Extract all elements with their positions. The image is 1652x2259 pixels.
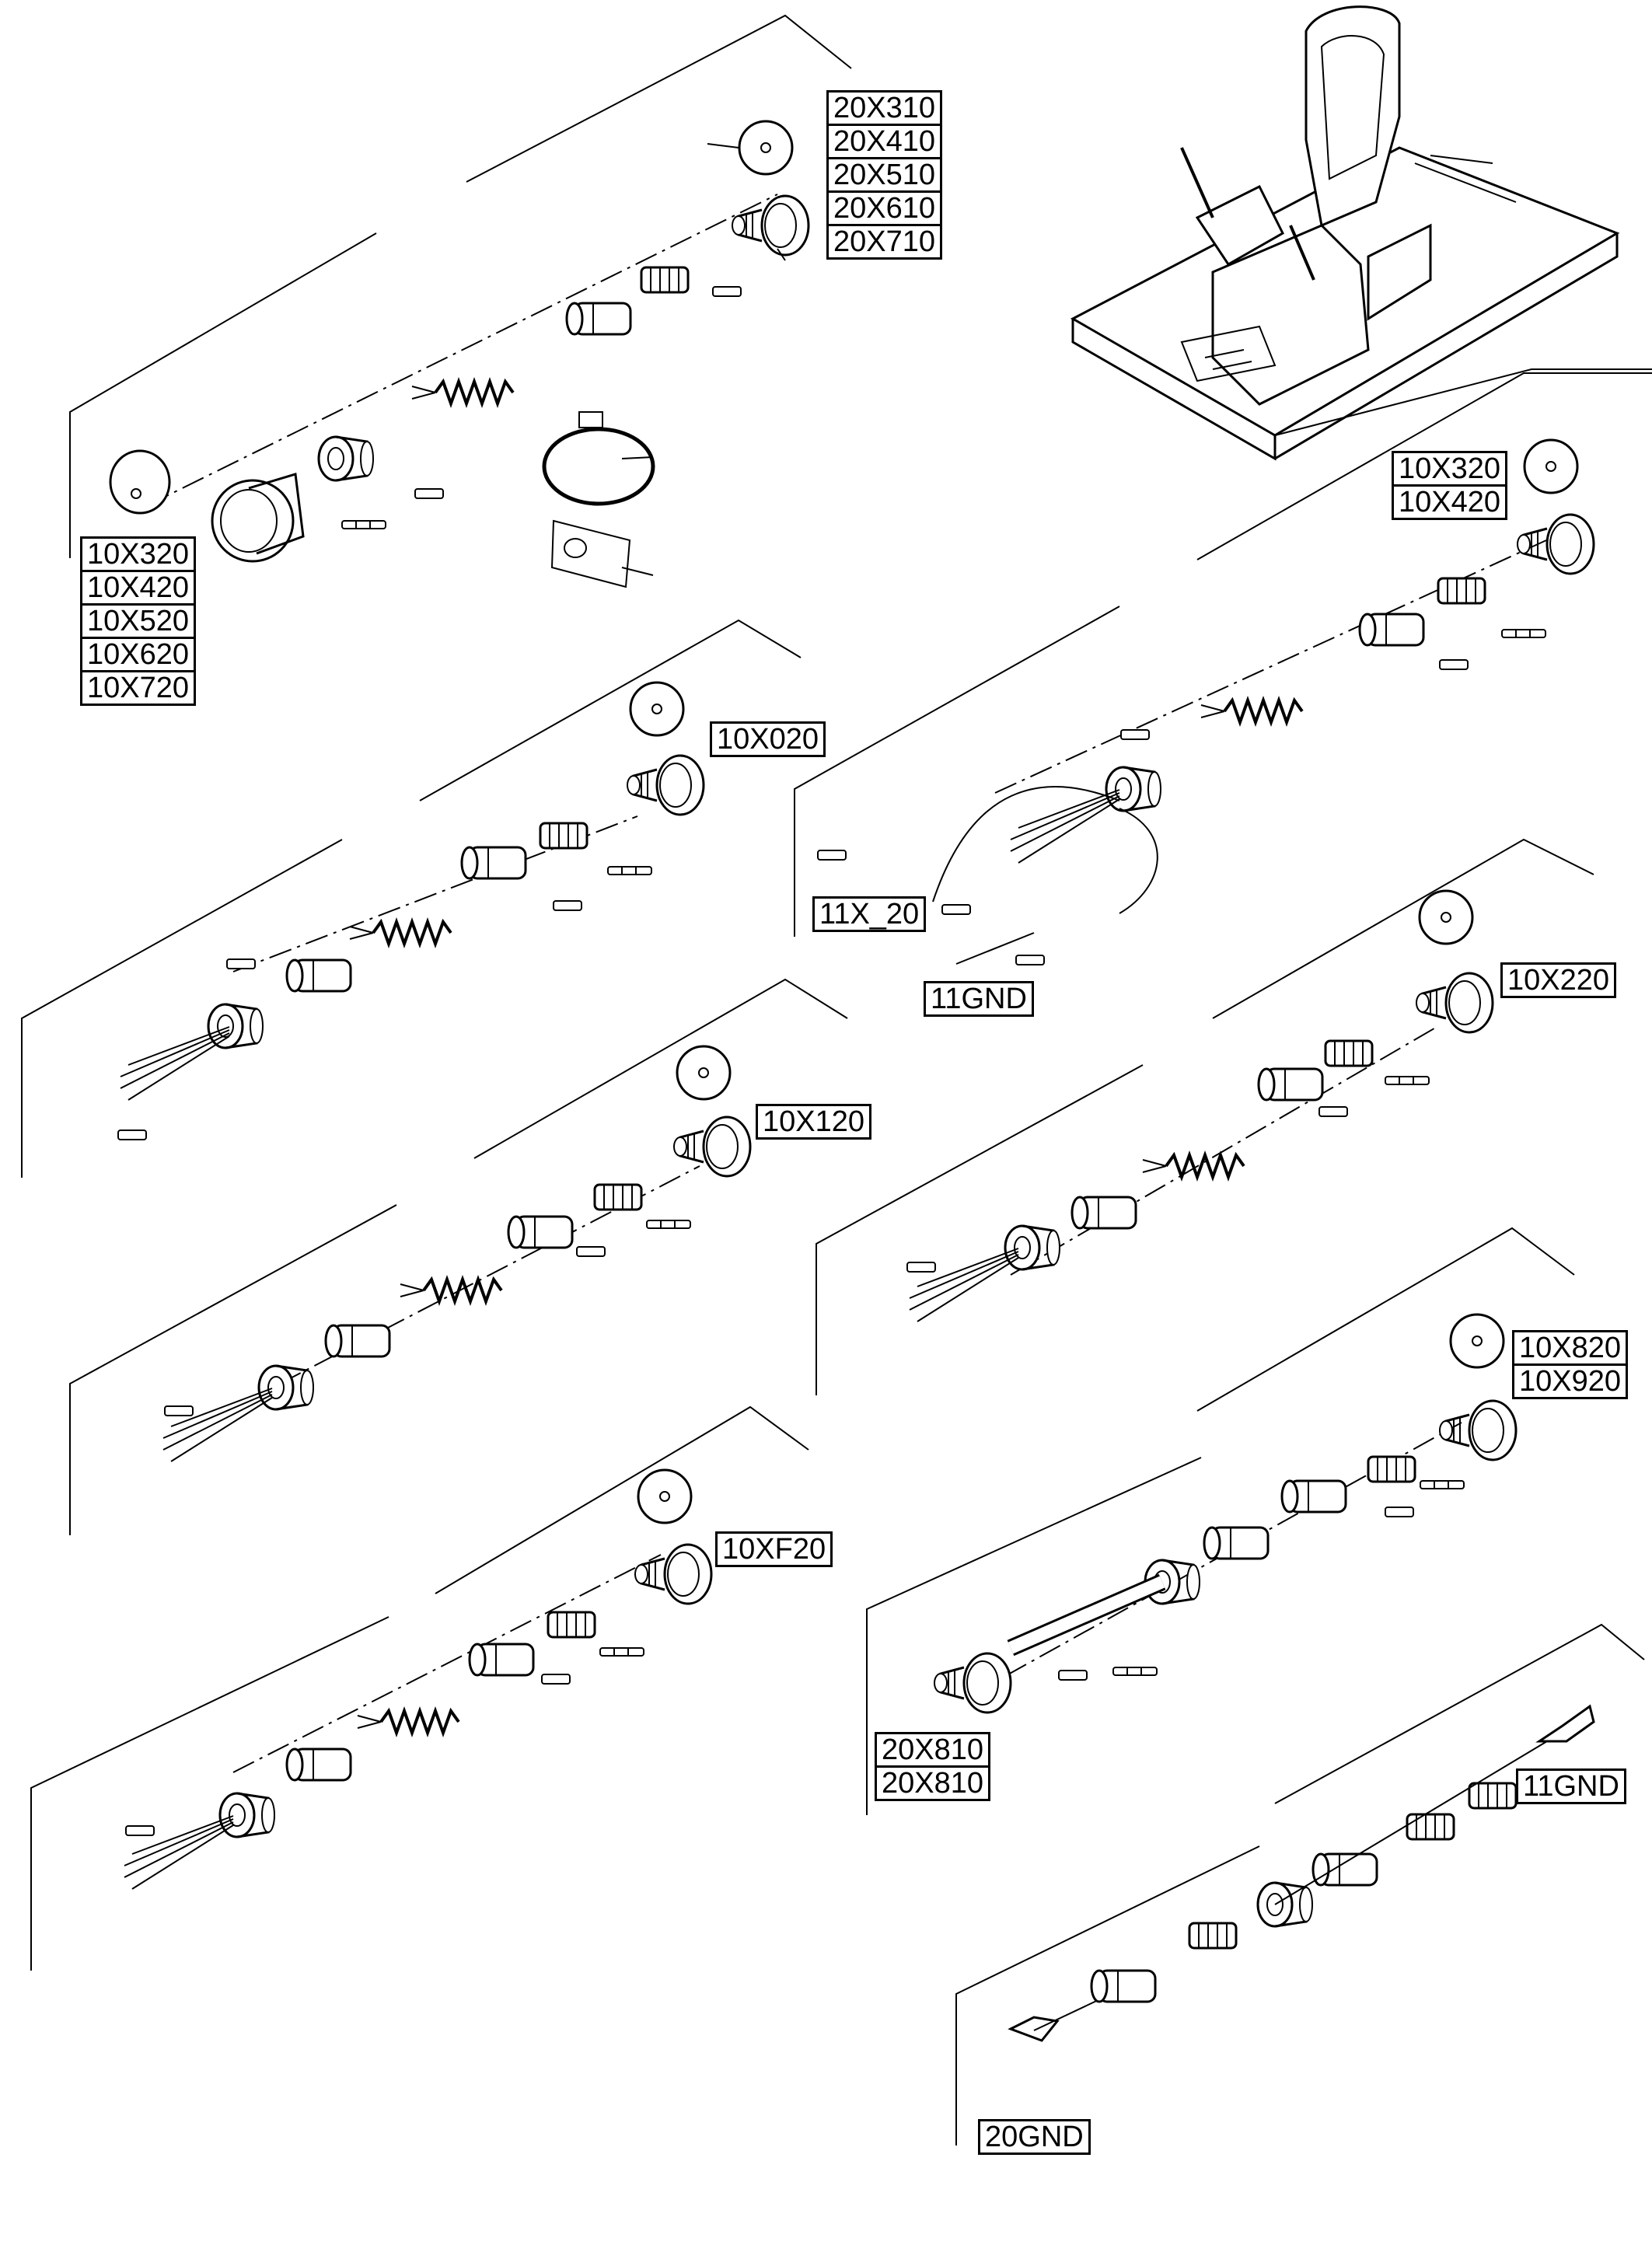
assembly-20x310 [69, 14, 852, 588]
label-stack-10x320-right: 10X320 10X420 [1392, 451, 1508, 520]
assembly-10xf20 [30, 1405, 809, 1971]
assembly-10x020 [21, 619, 802, 1178]
label-stack-10x820: 10X820 10X920 [1512, 1330, 1629, 1399]
label-20x710: 20X710 [826, 224, 943, 260]
label-10xf20: 10XF20 [715, 1531, 833, 1567]
label-20x810-a: 20X810 [875, 1732, 991, 1768]
assembly-10x320-right [794, 372, 1652, 965]
label-20x310: 20X310 [826, 90, 943, 126]
label-10x520: 10X520 [80, 603, 197, 639]
label-20x610: 20X610 [826, 190, 943, 226]
label-20x810-b: 20X810 [875, 1765, 991, 1801]
label-10x120: 10X120 [756, 1104, 872, 1140]
label-11x_20: 11X_20 [812, 896, 927, 932]
label-10x620: 10X620 [80, 637, 197, 672]
label-10x920: 10X920 [1512, 1363, 1629, 1399]
label-10x020: 10X020 [710, 721, 826, 757]
assembly-ground-cable [955, 1623, 1645, 2146]
label-20gnd: 20GND [978, 2119, 1091, 2155]
label-stack-10x320-left: 10X320 10X420 10X520 10X620 10X720 [80, 536, 197, 706]
assembly-10x820 [866, 1227, 1575, 1815]
operator-cab-illustration [1070, 5, 1652, 461]
label-10x320: 10X320 [80, 536, 197, 572]
label-10x820: 10X820 [1512, 1330, 1629, 1366]
label-10x420-right: 10X420 [1392, 484, 1508, 520]
assembly-10x220 [816, 838, 1594, 1395]
label-11gnd-upper: 11GND [924, 981, 1034, 1017]
label-10x420: 10X420 [80, 570, 197, 606]
label-stack-20x810: 20X810 20X810 [875, 1732, 991, 1801]
label-stack-20x310: 20X310 20X410 20X510 20X610 20X710 [826, 90, 943, 260]
label-20x510: 20X510 [826, 157, 943, 193]
label-20x410: 20X410 [826, 124, 943, 159]
assembly-10x120 [69, 978, 848, 1535]
label-11gnd-lower: 11GND [1516, 1768, 1626, 1804]
label-10x220: 10X220 [1500, 962, 1617, 998]
label-10x320-right: 10X320 [1392, 451, 1508, 487]
label-10x720: 10X720 [80, 670, 197, 706]
